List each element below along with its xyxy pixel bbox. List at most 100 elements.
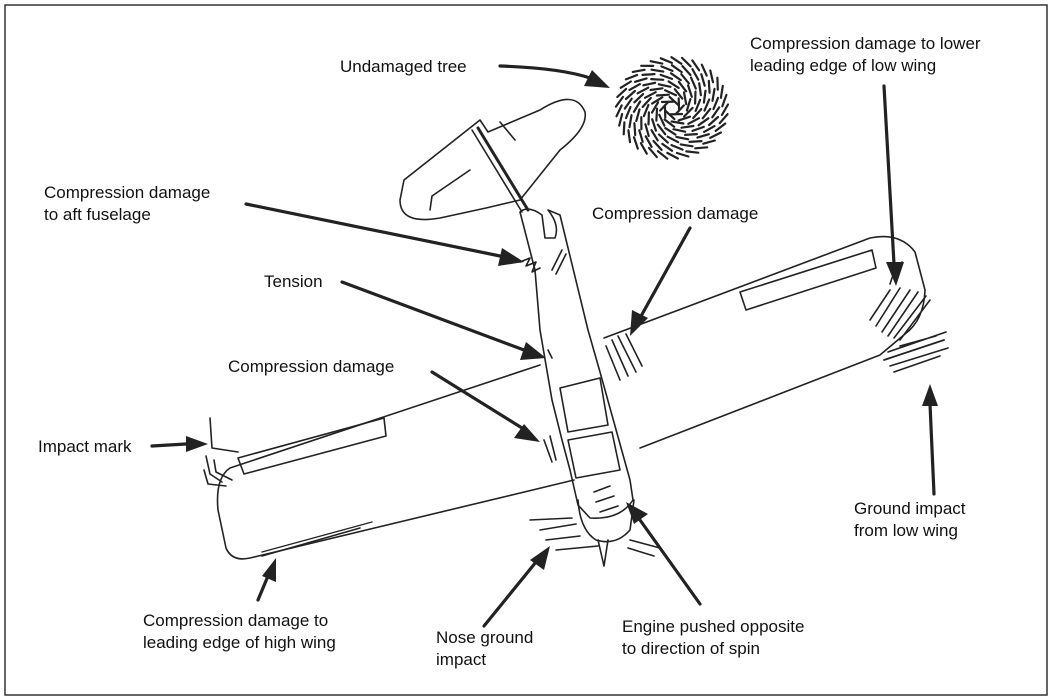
label-compression-lower-leading-edge: Compression damage to lower leading edge… bbox=[750, 34, 981, 75]
tree-dash bbox=[642, 81, 657, 87]
tree-dash bbox=[681, 64, 692, 77]
label-compression-high-wing: Compression damage to leading edge of hi… bbox=[143, 611, 336, 652]
tree-dash bbox=[641, 96, 652, 109]
tree-dash bbox=[623, 97, 633, 110]
tree-dash bbox=[670, 144, 684, 151]
arrow-undamaged-tree bbox=[498, 64, 610, 88]
tree-dash bbox=[712, 96, 720, 111]
arrow-high-wing bbox=[256, 558, 276, 602]
tree-dash bbox=[660, 65, 674, 73]
label-tension: Tension bbox=[264, 272, 323, 291]
tree-dash bbox=[639, 142, 648, 155]
tree-dash bbox=[614, 95, 625, 108]
tree-dash bbox=[700, 63, 708, 77]
tree-dash bbox=[655, 93, 670, 97]
arrow-tension bbox=[340, 280, 546, 360]
tree-dash bbox=[624, 89, 637, 101]
label-ground-impact-low-wing: Ground impact from low wing bbox=[854, 499, 966, 540]
tree-dash bbox=[622, 121, 626, 136]
tree-dash bbox=[694, 98, 702, 113]
tree-dash bbox=[677, 115, 692, 122]
tree-dash bbox=[668, 95, 680, 107]
tree-dash bbox=[711, 87, 716, 102]
arrow-compression-right bbox=[630, 226, 692, 336]
label-engine-pushed: Engine pushed opposite to direction of s… bbox=[622, 617, 805, 658]
tree-dash bbox=[680, 73, 691, 85]
tree-dash bbox=[650, 77, 665, 81]
tree-dash bbox=[685, 150, 700, 154]
tree-dash bbox=[632, 100, 642, 113]
tree-dash bbox=[636, 86, 650, 95]
tree-dash bbox=[670, 120, 685, 125]
tree-dash bbox=[703, 98, 711, 112]
tree-dash bbox=[652, 139, 663, 151]
tree-dash bbox=[619, 80, 633, 89]
tree-dash bbox=[696, 133, 711, 139]
tree-dash bbox=[674, 104, 686, 116]
tree-dash bbox=[642, 103, 650, 118]
tree-dash bbox=[707, 79, 711, 94]
tree-dash bbox=[649, 87, 664, 92]
tree-dash bbox=[667, 80, 680, 90]
tree-dash bbox=[691, 68, 700, 81]
tree-dash bbox=[691, 59, 701, 72]
tree-dash bbox=[683, 133, 699, 136]
tree-dash bbox=[694, 146, 709, 150]
tree-dash bbox=[680, 124, 695, 129]
tree-dash bbox=[702, 139, 716, 145]
tree-dash bbox=[650, 129, 659, 142]
aircraft-sketch bbox=[203, 98, 949, 567]
tree-dash bbox=[666, 135, 680, 144]
tree-dash bbox=[644, 123, 650, 137]
tree-dash bbox=[701, 107, 712, 120]
tree-dash bbox=[697, 117, 710, 127]
label-compression-damage-left: Compression damage bbox=[228, 357, 395, 376]
low-wing bbox=[603, 235, 926, 449]
label-undamaged-tree: Undamaged tree bbox=[340, 57, 467, 76]
tree-dash bbox=[655, 107, 659, 122]
tree-dash bbox=[675, 135, 690, 141]
tree-dash bbox=[670, 64, 683, 74]
tree-dash bbox=[633, 77, 648, 83]
arrow-lower-leading-edge bbox=[882, 84, 904, 286]
tree-dash bbox=[616, 87, 628, 99]
arrow-ground-impact bbox=[922, 384, 938, 496]
label-compression-aft-fuselage: Compression damage to aft fuselage bbox=[44, 183, 211, 224]
tree-dash bbox=[686, 84, 693, 98]
tree-dash bbox=[650, 96, 664, 105]
tree-dash bbox=[659, 73, 674, 81]
arrow-compression-left bbox=[430, 370, 540, 442]
tree-dash bbox=[651, 118, 658, 132]
tree-dash bbox=[624, 105, 632, 120]
tree-dash bbox=[692, 107, 703, 120]
tree-dash bbox=[721, 93, 728, 108]
tree-dash bbox=[657, 83, 672, 88]
arrows bbox=[150, 64, 938, 628]
tree-dash bbox=[650, 68, 665, 73]
tree-dash bbox=[649, 60, 664, 65]
label-nose-ground-impact: Nose ground impact bbox=[436, 628, 534, 669]
tree-dash bbox=[719, 84, 724, 99]
tree-dash bbox=[657, 133, 669, 144]
tree-dash bbox=[631, 68, 646, 74]
tree-dash bbox=[702, 124, 716, 133]
tree-dash bbox=[669, 72, 682, 82]
tree-dash bbox=[672, 128, 687, 133]
tree-dash bbox=[656, 123, 667, 136]
tree-dash bbox=[689, 76, 697, 90]
tree-dash bbox=[688, 140, 703, 143]
engine-nose bbox=[577, 499, 635, 543]
tree-dash bbox=[666, 151, 680, 160]
tree-dash bbox=[664, 127, 677, 136]
tree-dash bbox=[659, 57, 674, 65]
tree-dash bbox=[682, 106, 694, 118]
tree-dash bbox=[670, 56, 683, 65]
tree-dash bbox=[656, 150, 669, 160]
label-impact-mark: Impact mark bbox=[38, 437, 132, 456]
tree-dash bbox=[633, 122, 637, 137]
tree-dash bbox=[691, 125, 705, 132]
tree-dash bbox=[635, 108, 641, 123]
tree-dash bbox=[647, 146, 658, 159]
tree-dash bbox=[650, 101, 660, 114]
tree-dash bbox=[709, 131, 723, 139]
